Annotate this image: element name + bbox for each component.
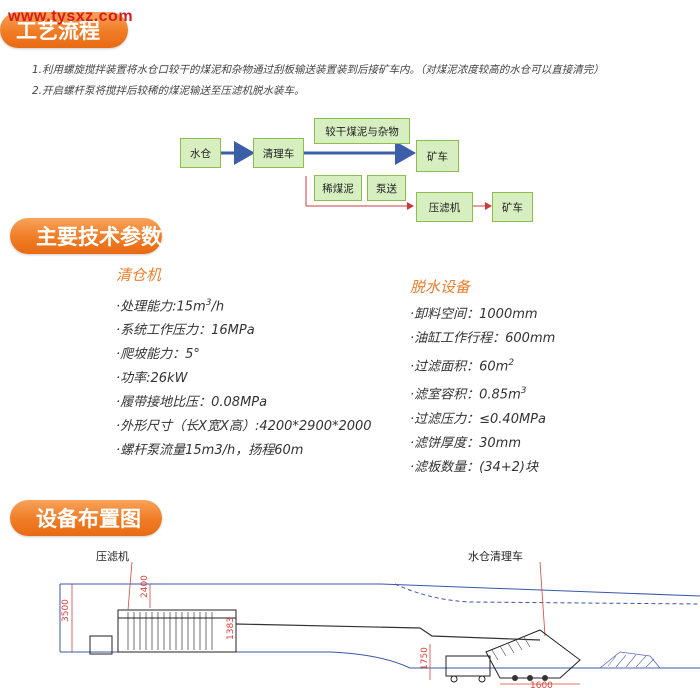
- dewater-cake: ·滤饼厚度：30mm: [410, 435, 522, 451]
- dewater-stroke: ·油缸工作行程：600mm: [410, 331, 556, 346]
- flow-box-minecart-1: 矿车: [416, 140, 459, 172]
- cleaner-track-pressure: ·履带接地比压：0.08MPa: [116, 395, 268, 411]
- cleaner-capacity: ·处理能力:15m3/h: [116, 298, 225, 315]
- process-note-2: 2.开启螺杆泵将搅拌后较稀的煤泥输送至压滤机脱水装车。: [32, 85, 305, 97]
- label-cleaner: 水仓清理车: [468, 549, 523, 563]
- layout-drawing: 压滤机 水仓清理车 3500 2400 1383 1750 1600: [59, 549, 700, 688]
- cleaner-dimensions: ·外形尺寸（长X宽X高）:4200*2900*2000: [116, 419, 372, 435]
- dewater-pressure: ·过滤压力：≤0.40MPa: [410, 411, 546, 427]
- flow-box-shuicang: 水仓: [180, 138, 221, 168]
- cleaner-title: 清仓机: [116, 266, 162, 284]
- dewater-plates: ·滤板数量：(34+2)块: [410, 459, 538, 475]
- process-note-1: 1.利用螺旋搅拌装置将水仓口较干的煤泥和杂物通过刮板输送装置装到后接矿车内。（对…: [32, 64, 604, 76]
- section-banner-tech: 主要技术参数: [10, 218, 162, 254]
- flow-connectors: [220, 141, 492, 210]
- dewater-params: 脱水设备 ·卸料空间：1000mm ·油缸工作行程：600mm ·过滤面积：60…: [410, 276, 690, 480]
- cleaner-pressure: ·系统工作压力：16MPa: [116, 323, 255, 339]
- cleaner-pump: ·螺杆泵流量15m3/h，扬程60m: [116, 443, 304, 459]
- mine-cart-shape: [445, 655, 491, 677]
- flow-box-thin-sludge: 稀煤泥: [314, 175, 362, 201]
- dewater-title: 脱水设备: [410, 278, 471, 296]
- dewater-unload: ·卸料空间：1000mm: [410, 307, 538, 322]
- flow-box-filter-press: 压滤机: [416, 192, 473, 222]
- pump-unit: [89, 635, 113, 655]
- flow-box-minecart-2: 矿车: [492, 192, 533, 222]
- section-banner-layout: 设备布置图: [10, 500, 162, 536]
- cleaner-climb: ·爬坡能力：5°: [116, 347, 200, 363]
- dim-1600: 1600: [530, 681, 553, 688]
- label-filter-press: 压滤机: [96, 549, 129, 563]
- section-banner-process: 工艺流程: [0, 12, 128, 48]
- dewater-filter-area: ·过滤面积：60m2: [410, 358, 515, 375]
- flow-box-dry-sludge: 较干煤泥与杂物: [314, 118, 410, 144]
- filter-press-shape: [117, 609, 237, 653]
- dim-3500: 3500: [61, 599, 71, 622]
- watermark-text: www.tysxz.com: [8, 8, 134, 25]
- cleaner-vehicle-shape: [485, 629, 581, 679]
- flow-box-pumping: 泵送: [367, 175, 406, 201]
- dim-2400: 2400: [140, 575, 150, 598]
- dewater-chamber: ·滤室容积：0.85m3: [410, 386, 527, 403]
- cleaner-params: 清仓机 ·处理能力:15m3/h ·系统工作压力：16MPa ·爬坡能力：5° …: [116, 264, 406, 463]
- cleaner-power: ·功率:26kW: [116, 371, 188, 387]
- dim-1383: 1383: [226, 617, 236, 640]
- flow-box-cleaner: 清理车: [253, 138, 304, 168]
- dim-1750: 1750: [420, 647, 430, 670]
